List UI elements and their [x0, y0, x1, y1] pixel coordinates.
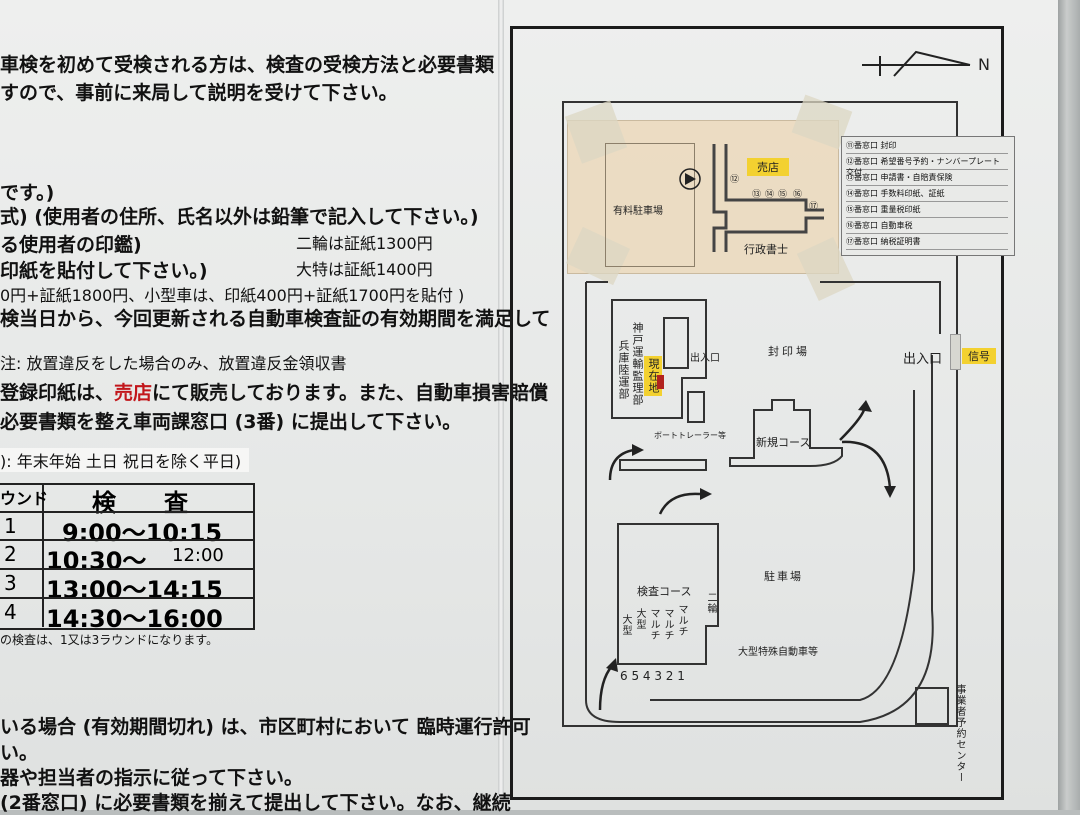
- text-line: 大特は証紙1400円: [296, 260, 433, 279]
- site-map-frame: [510, 26, 1004, 800]
- main-entrance-label: 出入口: [903, 352, 943, 367]
- text-line: 車検を初めて受検される方は、検査の受検方法と必要書類: [0, 54, 495, 76]
- signal-post: [950, 334, 961, 370]
- current-position-icon: [679, 168, 701, 190]
- table-row: 1 9:00〜10:15: [0, 511, 253, 547]
- seal-area-label: 封印場: [768, 345, 810, 358]
- scrivener-label: 行政書士: [744, 243, 788, 256]
- counter-number: ⑰: [809, 202, 819, 212]
- text-line: 印紙を貼付して下さい。): [0, 260, 208, 282]
- lane-label: マルチ: [648, 608, 659, 641]
- notice-board: [0, 0, 1058, 810]
- text-line: (2番窓口) に必要書類を揃えて提出して下さい。なお、継続: [0, 792, 511, 814]
- legend-item: ⑬番窓口 申請書・自賠責保険: [846, 172, 1008, 186]
- text-line: ): 年末年始 土日 祝日を除く平日): [0, 448, 250, 472]
- lane-label: マルチ: [662, 608, 673, 641]
- counter-legend: ⑪番窓口 封印 ⑫番窓口 希望番号予約・ナンバープレート交付 ⑬番窓口 申請書・…: [841, 136, 1015, 256]
- legend-item: ⑭番窓口 手数料印紙、証紙: [846, 188, 1008, 202]
- north-label: N: [978, 55, 990, 74]
- board-divider: [498, 0, 504, 810]
- lane-label: 大型: [620, 614, 631, 636]
- boat-trailer-label: ボートトレーラー等: [654, 431, 726, 440]
- entrance-label: 出入口: [690, 353, 720, 364]
- round-time: 14:30〜16:00: [46, 605, 223, 633]
- building-outline: [712, 144, 824, 252]
- round-time: 13:00〜14:15: [46, 576, 223, 604]
- round-time: 10:30〜: [46, 547, 147, 575]
- lane-numbers: 6 5 4 3 2 1: [620, 669, 685, 683]
- shop-label: 売店: [747, 158, 789, 176]
- text-line: です。): [0, 182, 55, 204]
- parking-label: 駐車場: [764, 570, 803, 583]
- table-note: の検査は、1又は3ラウンドになります。: [0, 633, 219, 647]
- legend-item: ⑯番窓口 自動車税: [846, 220, 1008, 234]
- legend-item: ⑪番窓口 封印: [846, 140, 1008, 154]
- lane-label: マルチ: [676, 604, 687, 637]
- schedule-table: ウンド 検 査 1 9:00〜10:15 2 10:30〜 12:00 3 13…: [0, 483, 255, 633]
- lane-label: 大型: [634, 608, 645, 630]
- text-line: 二輪は証紙1300円: [296, 234, 433, 253]
- counter-number: ⑬: [752, 190, 762, 200]
- text-line: 注: 放置違反をした場合のみ、放置違反金領収書: [0, 354, 347, 373]
- round-number: 1: [4, 514, 17, 538]
- text-segment: 登録印紙は、: [0, 382, 115, 404]
- board-frame: [1058, 0, 1080, 810]
- table-row: 3 13:00〜14:15: [0, 568, 253, 604]
- hyogo-label: 兵庫陸運部: [617, 340, 630, 400]
- counter-number: ⑯: [793, 190, 803, 200]
- round-time-end: 12:00: [172, 545, 224, 566]
- signal-label: 信号: [962, 348, 996, 364]
- round-number: 4: [4, 600, 17, 624]
- text-line: 必要書類を整え車両課窓口 (3番) に提出して下さい。: [0, 411, 462, 433]
- round-time: 9:00〜10:15: [62, 519, 223, 547]
- text-line: すので、事前に来局して説明を受けて下さい。: [0, 82, 398, 104]
- header-round: ウンド: [0, 489, 49, 508]
- table-header: ウンド 検 査: [0, 483, 253, 517]
- text-line: る使用者の印鑑): [0, 234, 142, 256]
- north-arrow-icon: [862, 50, 971, 77]
- special-vehicle-label: 大型特殊自動車等: [738, 647, 818, 658]
- text-line: 0円+証紙1800円、小型車は、印紙400円+証紙1700円を貼付 ): [0, 286, 465, 305]
- round-number: 3: [4, 571, 17, 595]
- text-line: い。: [0, 742, 39, 764]
- current-location-marker: [657, 375, 664, 389]
- kobe-label: 神戸運輸監理部: [631, 322, 644, 406]
- counter-number: ⑭: [765, 190, 775, 200]
- text-line: いる場合 (有効期間切れ) は、市区町村において 臨時運行許可: [0, 716, 531, 738]
- text-line: 式) (使用者の住所、氏名以外は鉛筆で記入して下さい。): [0, 206, 479, 228]
- legend-item: ⑰番窓口 納税証明書: [846, 236, 1008, 250]
- new-course-label: 新規コース: [756, 436, 811, 449]
- shop-highlight: 売店: [114, 382, 153, 404]
- text-segment: にて販売しております。また、自動車損害賠償: [152, 382, 548, 404]
- paid-parking-area: [605, 143, 695, 267]
- text-line: 登録印紙は、売店にて販売しております。また、自動車損害賠償: [0, 378, 548, 405]
- counter-number: ⑫: [730, 175, 740, 185]
- paid-parking-label: 有料駐車場: [613, 206, 663, 217]
- text-line: 器や担当者の指示に従って下さい。: [0, 767, 304, 789]
- legend-item: ⑫番窓口 希望番号予約・ナンバープレート交付: [846, 156, 1008, 177]
- legend-item: ⑮番窓口 重量税印紙: [846, 204, 1008, 218]
- counter-number: ⑮: [778, 190, 788, 200]
- text-line: 検当日から、今回更新される自動車検査証の有効期間を満足して: [0, 308, 551, 330]
- round-number: 2: [4, 542, 17, 566]
- two-wheel-label: 二輪: [705, 592, 716, 614]
- table-row: 2 10:30〜 12:00: [0, 539, 253, 575]
- table-row: 4 14:30〜16:00: [0, 597, 253, 633]
- site-boundary: [562, 101, 958, 727]
- road-layout: [585, 281, 949, 725]
- inspection-course-label: 検査コース: [637, 585, 692, 598]
- reservation-center-label: 事業者予約センター: [954, 684, 965, 783]
